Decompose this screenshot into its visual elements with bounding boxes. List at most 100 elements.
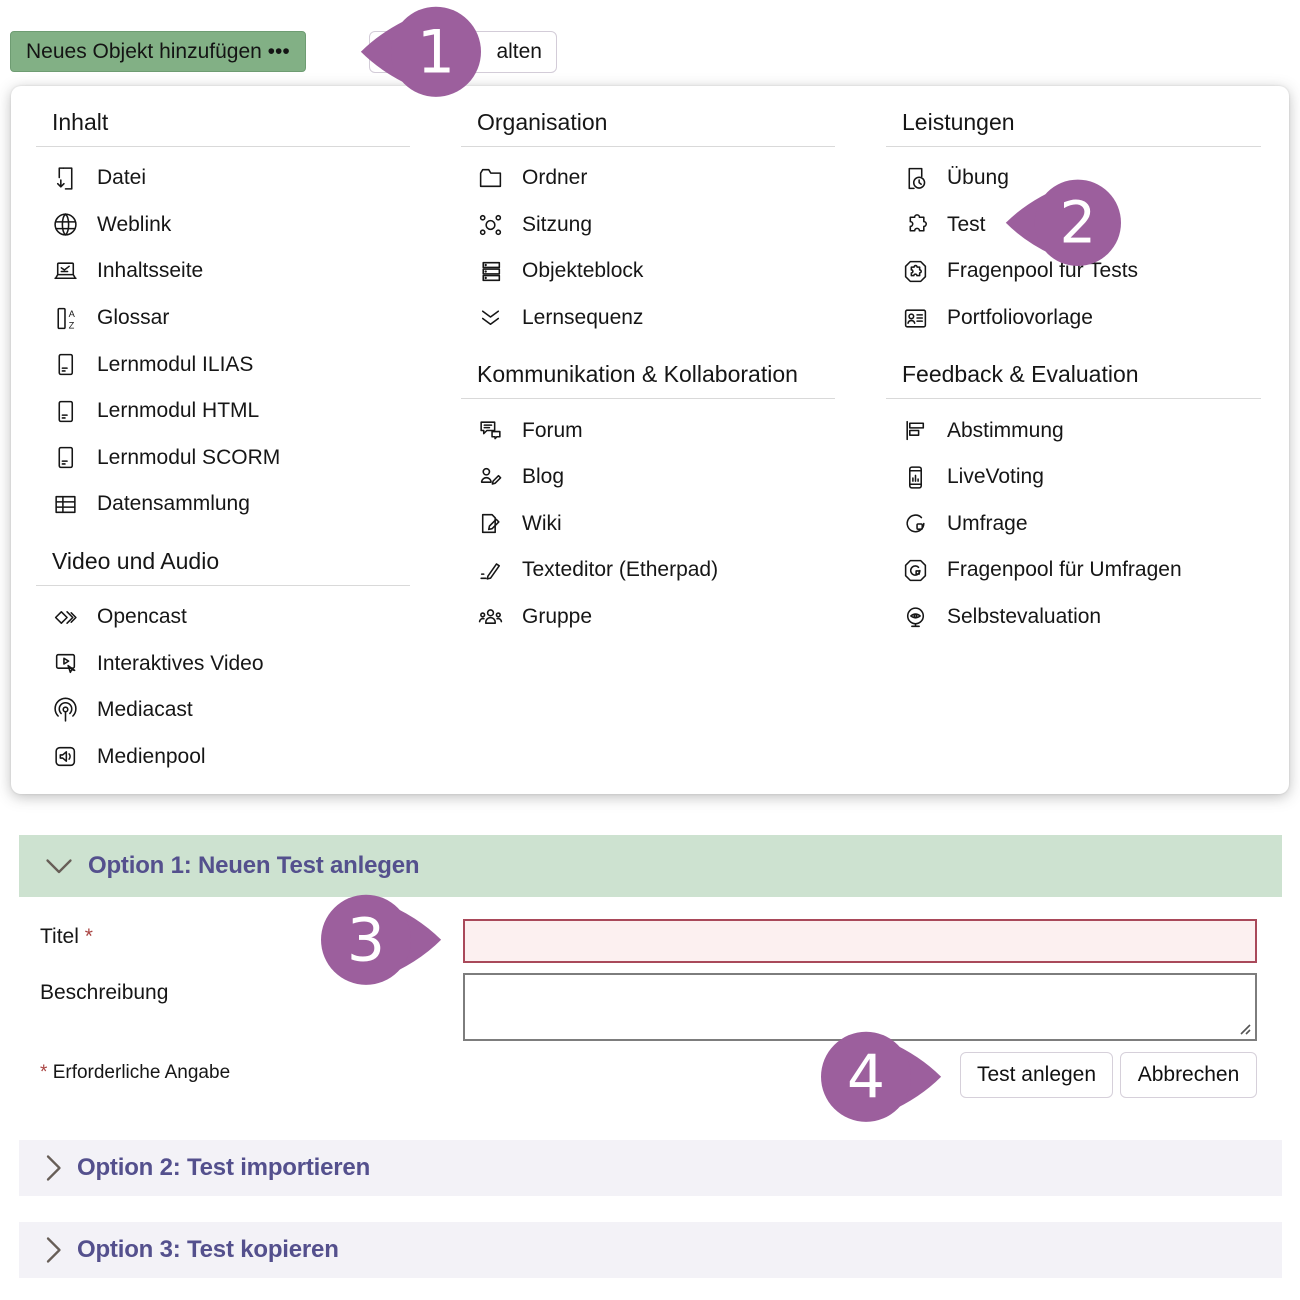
menu-item-opencast[interactable]: Opencast xyxy=(36,594,410,641)
blog-icon xyxy=(477,464,504,491)
broadcast-icon xyxy=(52,697,79,724)
menu-section-title: Feedback & Evaluation xyxy=(886,360,1261,400)
question-pool-icon xyxy=(902,258,929,285)
partially-hidden-toolbar-button[interactable]: alten xyxy=(369,31,557,73)
svg-text:A: A xyxy=(69,309,76,319)
menu-item-bung[interactable]: Übung xyxy=(886,155,1261,202)
exercise-icon xyxy=(902,165,929,192)
cancel-button[interactable]: Abbrechen xyxy=(1120,1052,1257,1098)
chevrons-down-icon xyxy=(477,305,504,332)
menu-item-abstimmung[interactable]: Abstimmung xyxy=(886,407,1261,454)
menu-item-medienpool[interactable]: Medienpool xyxy=(36,734,410,781)
menu-item-lernmodul-ilias[interactable]: Lernmodul ILIAS xyxy=(36,341,410,388)
required-marker: * xyxy=(84,925,93,948)
accordion-option-2-header[interactable]: Option 2: Test importieren xyxy=(19,1140,1282,1196)
callout-4-number: 4 xyxy=(847,1042,885,1112)
menu-item-sitzung[interactable]: Sitzung xyxy=(461,202,835,249)
menu-section-title: Organisation xyxy=(461,108,835,147)
menu-item-label: Weblink xyxy=(97,212,172,236)
bar-chart-icon xyxy=(902,417,929,444)
accordion-option-3-header[interactable]: Option 3: Test kopieren xyxy=(19,1222,1282,1278)
menu-item-datei[interactable]: Datei xyxy=(36,155,410,202)
menu-item-gruppe[interactable]: Gruppe xyxy=(461,594,835,641)
menu-item-label: Portfoliovorlage xyxy=(947,306,1093,330)
chevron-right-icon xyxy=(45,1154,62,1182)
accordion-option-1-header[interactable]: Option 1: Neuen Test anlegen xyxy=(19,835,1282,897)
menu-item-lernmodul-scorm[interactable]: Lernmodul SCORM xyxy=(36,435,410,482)
menu-section-title: Inhalt xyxy=(36,108,410,147)
menu-item-wiki[interactable]: Wiki xyxy=(461,501,835,548)
menu-item-texteditor-etherpad[interactable]: Texteditor (Etherpad) xyxy=(461,547,835,594)
menu-item-inhaltsseite[interactable]: Inhaltsseite xyxy=(36,248,410,295)
learning-module-icon xyxy=(52,398,79,425)
menu-item-label: Lernmodul SCORM xyxy=(97,445,281,469)
pencil-icon xyxy=(477,557,504,584)
menu-item-datensammlung[interactable]: Datensammlung xyxy=(36,481,410,528)
group-icon xyxy=(477,604,504,631)
opencast-icon xyxy=(52,604,79,631)
menu-item-mediacast[interactable]: Mediacast xyxy=(36,687,410,734)
description-field-label: Beschreibung xyxy=(40,981,169,1004)
callout-3-number: 3 xyxy=(347,905,385,975)
callout-tail-right xyxy=(873,1035,942,1119)
menu-section-title: Leistungen xyxy=(886,108,1261,147)
accordion-option-3-title: Option 3: Test kopieren xyxy=(77,1236,339,1263)
menu-item-label: Lernmodul ILIAS xyxy=(97,352,254,376)
file-download-icon xyxy=(52,165,79,192)
content-page-icon xyxy=(52,258,79,285)
survey-pool-icon xyxy=(902,557,929,584)
menu-item-label: Medienpool xyxy=(97,744,206,768)
menu-item-fragenpool-f-r-tests[interactable]: Fragenpool für Tests xyxy=(886,248,1261,295)
menu-item-test[interactable]: Test xyxy=(886,202,1261,249)
description-textarea[interactable] xyxy=(463,973,1257,1041)
menu-item-label: Interaktives Video xyxy=(97,651,264,675)
menu-item-lernsequenz[interactable]: Lernsequenz xyxy=(461,295,835,342)
menu-item-label: Inhaltsseite xyxy=(97,259,204,283)
menu-item-livevoting[interactable]: LiveVoting xyxy=(886,454,1261,501)
menu-item-fragenpool-f-r-umfragen[interactable]: Fragenpool für Umfragen xyxy=(886,547,1261,594)
menu-item-label: Lernsequenz xyxy=(522,306,644,330)
menu-item-label: Ordner xyxy=(522,166,588,190)
create-test-button[interactable]: Test anlegen xyxy=(960,1052,1113,1098)
chevron-down-icon xyxy=(45,858,73,875)
learning-module-icon xyxy=(52,351,79,378)
menu-item-label: Datei xyxy=(97,166,147,190)
menu-item-label: Selbstevaluation xyxy=(947,605,1102,629)
textarea-resize-handle[interactable] xyxy=(1238,1022,1252,1041)
menu-item-umfrage[interactable]: Umfrage xyxy=(886,501,1261,548)
menu-item-ordner[interactable]: Ordner xyxy=(461,155,835,202)
menu-section-title: Video und Audio xyxy=(36,547,410,586)
menu-item-blog[interactable]: Blog xyxy=(461,454,835,501)
globe-icon xyxy=(52,211,79,238)
add-new-object-button[interactable]: Neues Objekt hinzufügen ••• xyxy=(10,31,306,72)
menu-item-weblink[interactable]: Weblink xyxy=(36,202,410,249)
accordion-option-1-title: Option 1: Neuen Test anlegen xyxy=(88,852,420,879)
menu-item-objekteblock[interactable]: Objekteblock xyxy=(461,248,835,295)
menu-item-label: Umfrage xyxy=(947,511,1028,535)
menu-item-portfoliovorlage[interactable]: Portfoliovorlage xyxy=(886,295,1261,342)
menu-item-label: Lernmodul HTML xyxy=(97,399,260,423)
folder-icon xyxy=(477,165,504,192)
title-input[interactable] xyxy=(463,919,1257,963)
menu-item-interaktives-video[interactable]: Interaktives Video xyxy=(36,640,410,687)
menu-item-lernmodul-html[interactable]: Lernmodul HTML xyxy=(36,388,410,435)
menu-item-selbstevaluation[interactable]: Selbstevaluation xyxy=(886,594,1261,641)
menu-item-label: Fragenpool für Umfragen xyxy=(947,558,1182,582)
livevoting-icon xyxy=(902,464,929,491)
chevron-right-icon xyxy=(45,1236,62,1264)
menu-item-forum[interactable]: Forum xyxy=(461,407,835,454)
title-field-label: Titel * xyxy=(40,925,93,948)
